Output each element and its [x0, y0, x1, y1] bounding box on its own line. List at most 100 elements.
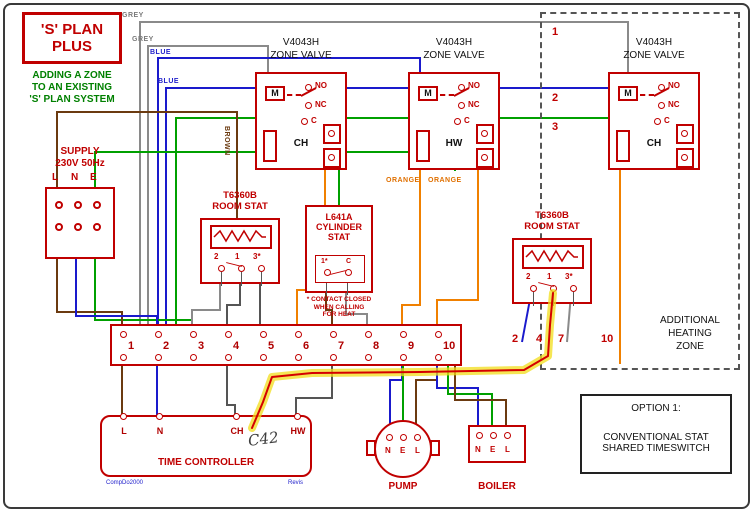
wire-label: BROWN [223, 126, 230, 156]
terminal-circle [330, 331, 337, 338]
switch-lever [226, 262, 242, 267]
zone-ref-3: 3 [552, 121, 559, 133]
terminal-circle [260, 331, 267, 338]
cylinder-stat-title1: L641A [325, 212, 353, 222]
option-line2: SHARED TIMESWITCH [602, 443, 710, 454]
resistor-icon [213, 229, 266, 243]
terminal-circle [490, 432, 497, 439]
valve-title-line2: ZONE VALVE [423, 50, 485, 61]
terminal-circle [301, 118, 308, 125]
valve-connector [476, 124, 494, 144]
cylinder-stat: L641A CYLINDER STAT 1* C [305, 205, 373, 295]
terminal-circle [504, 432, 511, 439]
valve-no-label: NO [315, 81, 327, 90]
terminal-circle [120, 354, 127, 361]
supply-terminal-l: L [52, 172, 59, 183]
terminal-circle [55, 201, 63, 209]
cylinder-stat-terminal-1: 1* [321, 258, 328, 265]
note-line2: WHEN CALLING [313, 303, 365, 311]
subtitle: ADDING A ZONE TO AN EXISTING 'S' PLAN SY… [8, 70, 136, 106]
strip-terminal-number: 3 [198, 340, 205, 352]
terminal-circle [120, 413, 127, 420]
option-title: OPTION 1: [631, 403, 681, 414]
pump-label: PUMP [388, 481, 418, 492]
terminal-circle [156, 413, 163, 420]
terminal-circle [400, 331, 407, 338]
room-stat-terminal-3: 3* [565, 272, 573, 281]
boiler-terminal-e: E [490, 445, 496, 454]
room-stat-terminal-2: 2 [526, 272, 531, 281]
terminal-circle [435, 354, 442, 361]
strip-terminal-number: 1 [128, 340, 135, 352]
zone-bottom-ref-4: 4 [536, 333, 543, 345]
wire-stub [553, 292, 554, 306]
credit-right: Revis [288, 480, 304, 486]
wire-label: BLUE [158, 78, 180, 85]
terminal-circle [260, 354, 267, 361]
wire-stub [347, 283, 348, 295]
terminal-circle [218, 265, 225, 272]
valve-title-line1: V4043H [635, 37, 673, 48]
motor-link [440, 94, 454, 96]
strip-terminal-number: 9 [408, 340, 415, 352]
room-stat-element [210, 225, 272, 249]
valve-c-label: C [311, 116, 317, 125]
wire-stub [261, 272, 262, 286]
terminal-circle [654, 118, 661, 125]
credit-left: CompDo2000 [106, 480, 144, 486]
zone-label-line2: HEATING [668, 328, 712, 339]
note-line3: FOR HEAT [322, 311, 356, 318]
terminal-circle [400, 434, 407, 441]
terminal-circle [481, 130, 488, 137]
option-box: OPTION 1: CONVENTIONAL STAT SHARED TIMES… [580, 394, 732, 474]
terminal-circle [225, 354, 232, 361]
terminal-circle [294, 413, 301, 420]
wire-stub [221, 272, 222, 286]
terminal-circle [155, 331, 162, 338]
tc-terminal-label: HW [290, 426, 306, 436]
zone-label-line3: ZONE [676, 341, 704, 352]
terminal-circle [530, 285, 537, 292]
cylinder-stat-title2: CYLINDER [315, 222, 362, 232]
valve-zone-label: HW [445, 138, 463, 149]
terminal-circle [435, 331, 442, 338]
terminal-circle [295, 354, 302, 361]
wire-label: GREY [122, 12, 144, 19]
subtitle-line1: ADDING A ZONE [32, 70, 112, 81]
terminal-circle [476, 432, 483, 439]
pump: N E L [366, 420, 440, 478]
terminal-circle [458, 102, 465, 109]
valve-nc-label: NC [315, 100, 327, 109]
valve-motor: M [418, 86, 438, 101]
terminal-circle [454, 118, 461, 125]
valve-connector [323, 148, 341, 168]
option-line1: CONVENTIONAL STAT [603, 432, 709, 443]
terminal-circle [330, 354, 337, 361]
room-stat-title2: ROOM STAT [524, 221, 580, 232]
valve-title-line1: V4043H [282, 37, 320, 48]
terminal-circle [233, 413, 240, 420]
zone-ref-2: 2 [552, 92, 559, 104]
boiler-terminal-n: N [475, 445, 481, 454]
strip-terminal-number: 5 [268, 340, 275, 352]
supply-title: SUPPLY 230V 50Hz [28, 146, 132, 170]
valve-motor: M [265, 86, 285, 101]
terminal-circle [55, 223, 63, 231]
room-stat-title2: ROOM STAT [212, 201, 268, 212]
valve-c-label: C [464, 116, 470, 125]
tc-terminal-label: L [121, 426, 127, 436]
time-controller-label: TIME CONTROLLER [157, 457, 255, 468]
pump-terminal-n: N [385, 446, 391, 455]
room-stat-terminal-1: 1 [235, 252, 240, 261]
terminal-circle [120, 331, 127, 338]
room-stat-title1: T6360B [535, 210, 569, 221]
zone-ref-1: 1 [552, 26, 559, 38]
